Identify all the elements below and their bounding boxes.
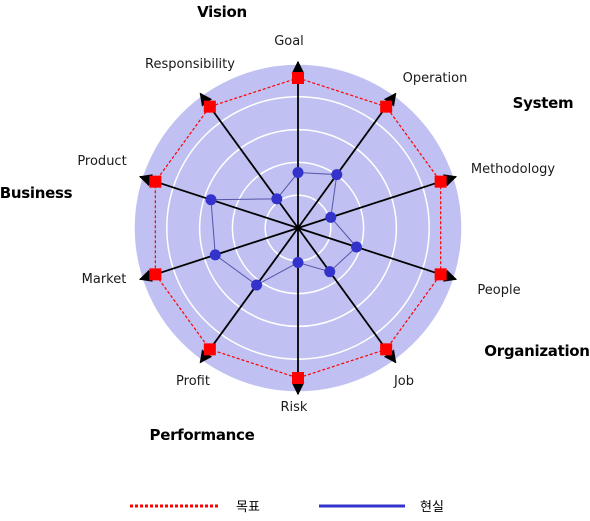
axis-label-product: Product — [77, 154, 126, 169]
spoke-operation — [297, 92, 397, 229]
target-point-market — [149, 268, 162, 281]
target-point-people — [434, 268, 447, 281]
legend-label-target: 목표 — [236, 500, 260, 515]
spoke-people — [297, 227, 458, 282]
actual-point-risk — [292, 257, 304, 268]
target-point-operation — [380, 100, 393, 113]
actual-point-profit — [251, 279, 263, 291]
actual-point-responsibility — [271, 193, 283, 205]
group-label-organization: Organization — [484, 342, 589, 360]
target-point-methodology — [434, 175, 447, 188]
group-label-system: System — [513, 94, 574, 112]
legend-label-actual: 현실 — [420, 500, 444, 515]
actual-point-operation — [331, 169, 343, 181]
spoke-methodology — [297, 174, 458, 229]
axis-label-profit: Profit — [176, 374, 210, 389]
actual-point-job — [324, 266, 336, 278]
axis-label-goal: Goal — [274, 34, 304, 49]
target-point-job — [380, 343, 393, 356]
axis-label-market: Market — [82, 272, 127, 287]
spoke-product — [138, 174, 299, 229]
axis-label-operation: Operation — [403, 71, 468, 86]
series-target-line — [154, 77, 442, 379]
actual-point-market — [209, 249, 221, 261]
target-point-risk — [292, 372, 304, 384]
group-label-performance: Performance — [150, 426, 255, 444]
actual-point-product — [205, 194, 217, 206]
actual-point-goal — [292, 167, 304, 178]
axis-label-people: People — [477, 283, 520, 298]
target-point-responsibility — [203, 100, 216, 113]
actual-point-people — [350, 241, 362, 253]
axis-label-job: Job — [393, 374, 414, 389]
target-point-profit — [203, 343, 216, 356]
axis-label-methodology: Methodology — [471, 162, 556, 177]
group-label-business: Business — [0, 184, 73, 202]
axis-label-responsibility: Responsibility — [145, 57, 235, 72]
spoke-responsibility — [199, 92, 299, 229]
spoke-profit — [199, 227, 299, 364]
spoke-job — [297, 227, 397, 364]
actual-point-methodology — [325, 211, 337, 223]
axis-label-risk: Risk — [281, 400, 308, 415]
group-label-vision: Vision — [197, 3, 247, 21]
target-point-product — [149, 175, 162, 188]
target-point-goal — [292, 72, 304, 84]
